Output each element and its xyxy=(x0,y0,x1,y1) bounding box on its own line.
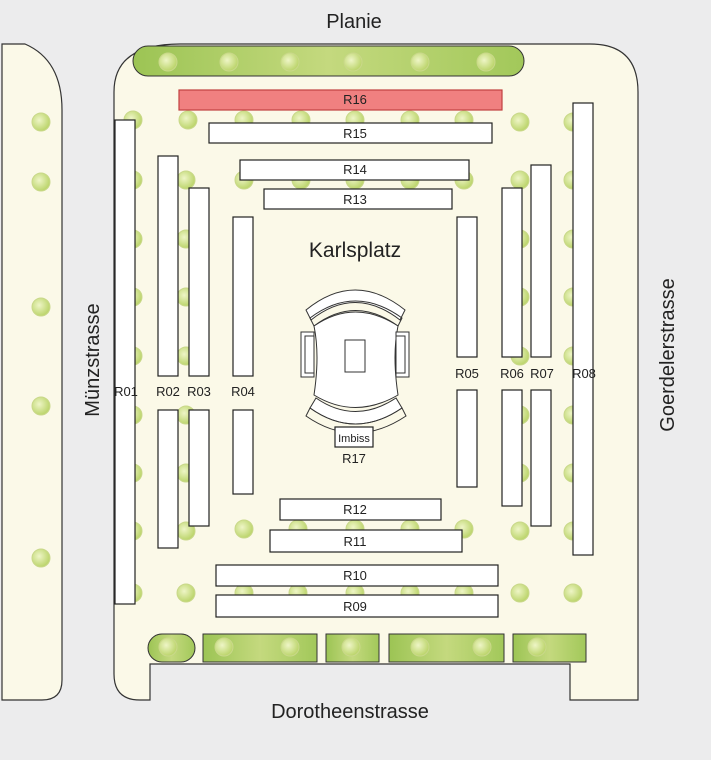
stand-r03-south[interactable] xyxy=(188,409,210,527)
label-r01: R01 xyxy=(114,384,138,399)
tree xyxy=(472,637,492,657)
tree xyxy=(176,170,196,190)
stand-r06-north[interactable] xyxy=(501,187,523,358)
label-r17: R17 xyxy=(342,451,366,466)
label-r10: R10 xyxy=(343,568,367,583)
label-r09: R09 xyxy=(343,599,367,614)
stand-r04-north[interactable] xyxy=(232,216,254,377)
tree xyxy=(510,583,530,603)
stand-r17-imbiss[interactable] xyxy=(334,426,374,448)
stand-r05-south[interactable] xyxy=(456,389,478,488)
tree xyxy=(280,52,300,72)
stand-r16[interactable] xyxy=(178,89,503,111)
hedge-north xyxy=(132,45,525,77)
label-r11: R11 xyxy=(344,534,367,549)
label-r16: R16 xyxy=(343,92,367,107)
tree xyxy=(510,170,530,190)
stand-r05-north[interactable] xyxy=(456,216,478,358)
tree xyxy=(341,637,361,657)
label-r05: R05 xyxy=(455,366,479,381)
stand-r04-south[interactable] xyxy=(232,409,254,495)
stand-r08[interactable] xyxy=(572,102,594,556)
label-r03: R03 xyxy=(187,384,211,399)
trees xyxy=(31,52,583,657)
stand-r14[interactable] xyxy=(239,159,470,181)
label-r04: R04 xyxy=(231,384,255,399)
tree xyxy=(510,112,530,132)
stand-r02-north[interactable] xyxy=(157,155,179,377)
tree xyxy=(234,519,254,539)
imbiss-label: Imbiss xyxy=(338,433,370,445)
tree xyxy=(214,637,234,657)
tree xyxy=(410,52,430,72)
stand-r02-south[interactable] xyxy=(157,409,179,549)
tree xyxy=(176,583,196,603)
label-r06: R06 xyxy=(500,366,524,381)
tree xyxy=(510,521,530,541)
tree xyxy=(527,637,547,657)
stand-r10[interactable] xyxy=(215,564,499,587)
street-east: Goerdelerstrasse xyxy=(657,278,679,431)
label-r15: R15 xyxy=(343,126,367,141)
tree xyxy=(31,112,51,132)
tree xyxy=(31,396,51,416)
stand-r09[interactable] xyxy=(215,594,499,618)
stand-r07-south[interactable] xyxy=(530,389,552,527)
label-r07: R07 xyxy=(530,366,554,381)
tree xyxy=(476,52,496,72)
label-r12: R12 xyxy=(343,502,367,517)
tree xyxy=(158,637,178,657)
hedge-south-5 xyxy=(512,633,587,663)
label-r02: R02 xyxy=(156,384,180,399)
stand-r15[interactable] xyxy=(208,122,493,144)
street-west: Münzstrasse xyxy=(82,303,104,416)
street-south: Dorotheenstrasse xyxy=(271,701,429,723)
tree xyxy=(158,52,178,72)
tree xyxy=(178,110,198,130)
label-r14: R14 xyxy=(343,162,367,177)
stand-r03-north[interactable] xyxy=(188,187,210,377)
stand-r12[interactable] xyxy=(279,498,442,521)
tree xyxy=(563,583,583,603)
label-r08: R08 xyxy=(572,366,596,381)
tree xyxy=(31,297,51,317)
label-r13: R13 xyxy=(343,192,367,207)
west-sidewalk xyxy=(1,43,63,701)
tree xyxy=(343,52,363,72)
stand-r13[interactable] xyxy=(263,188,453,210)
stand-r07-north[interactable] xyxy=(530,164,552,358)
plaza-name: Karlsplatz xyxy=(309,239,401,262)
stand-r06-south[interactable] xyxy=(501,389,523,507)
street-north: Planie xyxy=(326,11,382,33)
stage xyxy=(300,289,410,434)
stand-r11[interactable] xyxy=(269,529,463,553)
stand-r01[interactable] xyxy=(114,119,136,605)
tree xyxy=(31,548,51,568)
tree xyxy=(31,172,51,192)
tree xyxy=(280,637,300,657)
tree xyxy=(219,52,239,72)
tree xyxy=(410,637,430,657)
